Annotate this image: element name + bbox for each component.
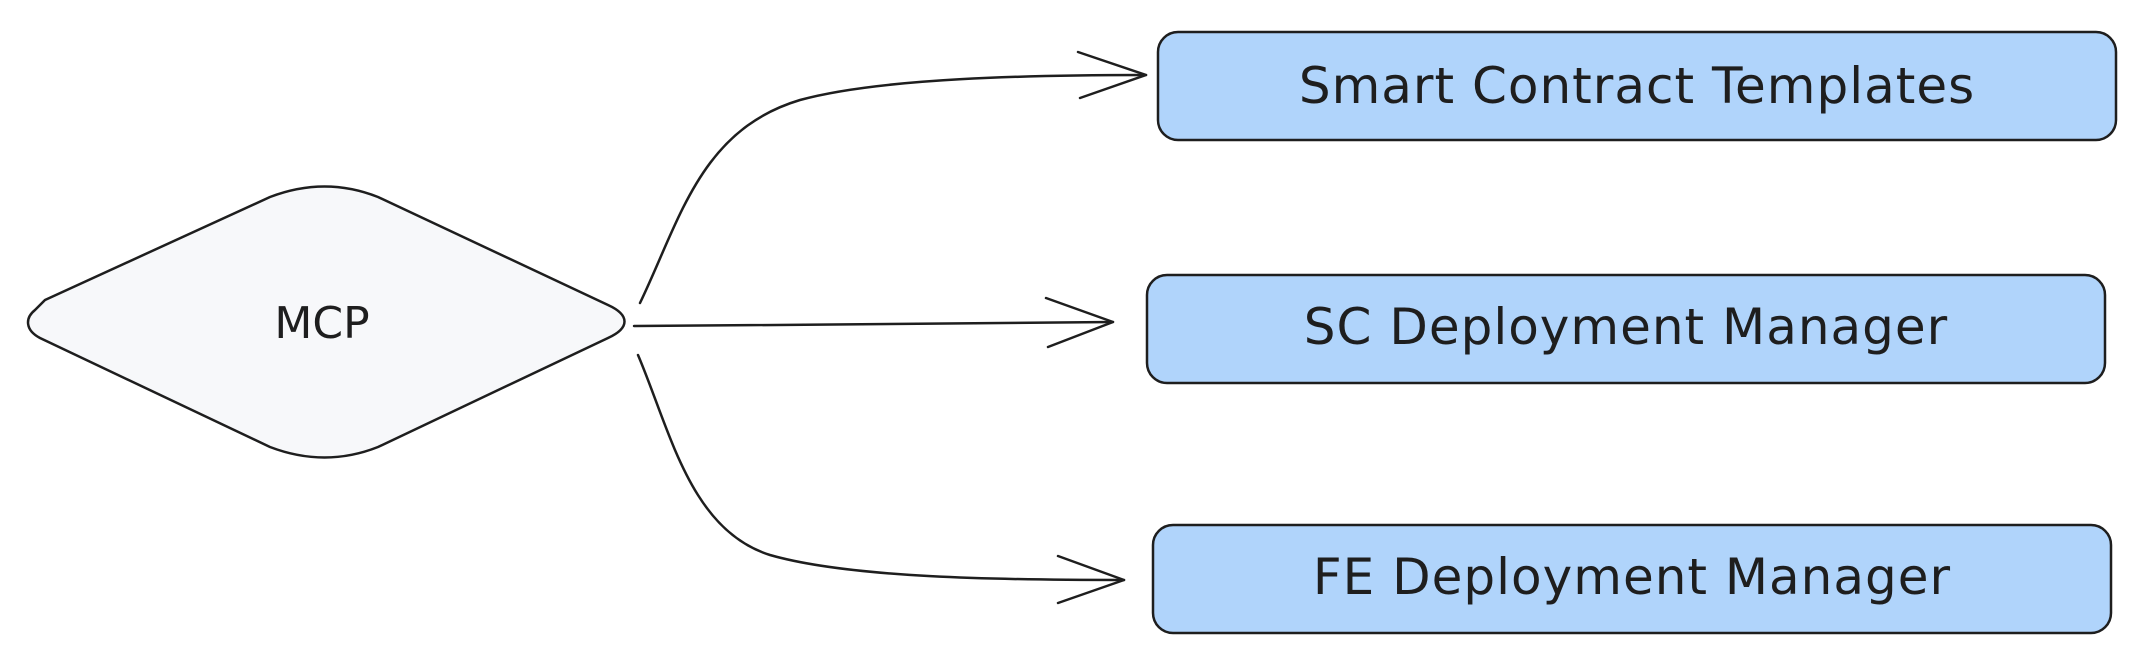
arrow-to-sc-deployment-manager — [632, 320, 1115, 328]
box-shape — [1156, 30, 2118, 142]
box-label: Smart Contract Templates — [1299, 57, 1975, 115]
target-box-sc-deployment-manager[interactable]: SC Deployment Manager — [1145, 273, 2107, 385]
arrowhead-middle — [1044, 296, 1115, 349]
target-box-fe-deployment-manager[interactable]: FE Deployment Manager — [1151, 523, 2113, 635]
mcp-label: MCP — [274, 298, 369, 349]
arrow-to-fe-deployment-manager — [636, 353, 1126, 582]
arrowhead-bottom — [1056, 554, 1126, 605]
box-shape — [1151, 523, 2113, 635]
box-label: SC Deployment Manager — [1304, 298, 1948, 356]
arrowhead-top — [1076, 50, 1148, 100]
box-shape — [1145, 273, 2107, 385]
arrows — [632, 50, 1148, 605]
mcp-diamond-shape — [26, 185, 626, 459]
arrow-to-smart-contract-templates — [638, 73, 1148, 305]
target-box-smart-contract-templates[interactable]: Smart Contract Templates — [1156, 30, 2118, 142]
box-label: FE Deployment Manager — [1313, 548, 1951, 606]
mcp-node[interactable]: MCP — [26, 185, 626, 459]
